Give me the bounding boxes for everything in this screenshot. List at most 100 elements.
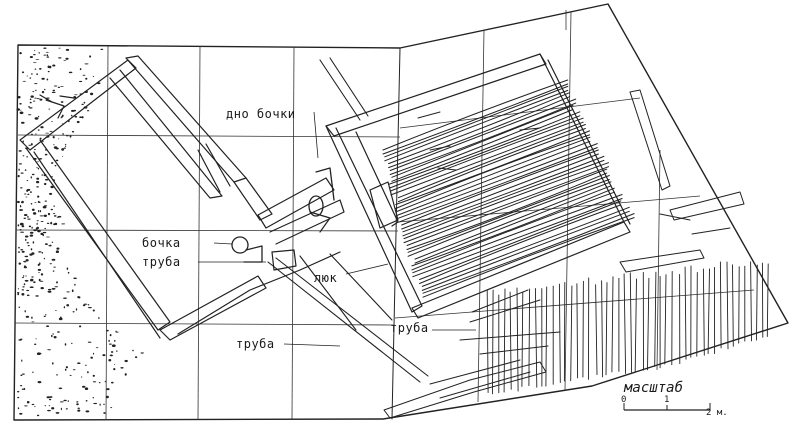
soil-dot — [31, 173, 35, 176]
soil-dot — [25, 259, 29, 262]
soil-dot — [55, 412, 60, 414]
soil-dot — [20, 172, 24, 174]
soil-dot — [31, 276, 34, 278]
plank-edge — [391, 105, 574, 178]
soil-dot — [26, 188, 31, 191]
soil-dot — [20, 249, 24, 251]
soil-dot — [36, 177, 40, 180]
plank-edge — [391, 109, 574, 182]
soil-dot — [55, 250, 60, 253]
plank-edge — [414, 181, 612, 260]
soil-dot — [18, 163, 22, 165]
soil-dot — [82, 304, 86, 307]
soil-dot — [47, 70, 50, 73]
soil-dot — [29, 191, 32, 193]
soil-dot — [48, 398, 52, 401]
soil-dot — [47, 409, 51, 412]
vertical-board-edge — [684, 266, 687, 360]
soil-dot — [100, 48, 104, 51]
soil-dot — [38, 52, 40, 54]
soil-dot — [51, 241, 54, 243]
soil-dot — [67, 400, 69, 402]
soil-dot — [41, 77, 45, 80]
soil-dot — [110, 407, 113, 409]
soil-dot — [31, 321, 35, 323]
soil-dot — [54, 310, 57, 311]
soil-dot — [80, 376, 83, 378]
vertical-board-edge — [634, 278, 637, 372]
soil-dot — [29, 231, 34, 234]
soil-dot — [92, 352, 95, 355]
soil-dot — [52, 270, 55, 272]
soil-dot — [120, 367, 124, 369]
soil-dot — [113, 368, 116, 371]
soil-dot — [84, 364, 87, 366]
soil-dot — [18, 150, 22, 152]
soil-dot — [77, 362, 81, 365]
soil-dot — [16, 292, 20, 294]
soil-dot — [49, 396, 53, 398]
soil-dot — [41, 252, 44, 254]
plank-edge — [389, 98, 577, 171]
soil-dot — [55, 159, 59, 162]
soil-dot — [37, 161, 39, 163]
soil-dot — [51, 91, 56, 93]
vertical-board-edge — [654, 271, 657, 367]
plank-edge — [384, 89, 569, 162]
soil-dot — [53, 215, 57, 217]
soil-dot — [74, 115, 78, 118]
soil-dot — [49, 192, 53, 195]
floor-planks — [382, 79, 635, 298]
soil-dot — [45, 132, 50, 134]
soil-dot — [19, 412, 23, 415]
soil-dot — [110, 351, 114, 353]
soil-dot — [53, 85, 58, 87]
soil-dot — [31, 252, 35, 255]
soil-dot — [61, 223, 66, 225]
plank-edge — [412, 194, 623, 274]
soil-dot — [20, 385, 23, 387]
soil-dot — [45, 314, 47, 316]
soil-dot — [20, 109, 22, 111]
soil-dot — [72, 311, 75, 313]
vertical-board-edge — [647, 277, 650, 371]
plank-edge — [401, 149, 599, 226]
soil-dot — [73, 277, 77, 280]
sheet-outline — [13, 3, 789, 421]
plank-edge — [421, 206, 630, 287]
plank-edge — [382, 79, 569, 151]
soil-dot — [32, 91, 35, 93]
soil-dot — [35, 133, 37, 135]
label-barrel: бочка — [142, 236, 181, 250]
soil-dot — [19, 111, 24, 115]
soil-dot — [37, 381, 42, 384]
soil-dot — [71, 130, 75, 133]
soil-dot — [65, 366, 68, 369]
soil-dot — [32, 371, 34, 373]
vertical-board-edge — [528, 288, 531, 387]
soil-dot — [48, 405, 51, 407]
soil-dot — [20, 374, 23, 377]
soil-dot — [26, 155, 28, 158]
soil-dot — [45, 178, 49, 181]
soil-dot — [111, 344, 116, 348]
soil-dot — [61, 148, 65, 151]
soil-dot — [92, 397, 95, 399]
soil-dot — [51, 162, 54, 164]
vertical-board-edge — [707, 268, 710, 355]
soil-dot — [69, 374, 72, 376]
vertical-board-edge — [664, 274, 667, 365]
soil-dot — [74, 94, 78, 96]
soil-dot — [34, 343, 37, 346]
soil-dot — [92, 381, 97, 383]
soil-dot — [26, 75, 29, 77]
soil-dot — [43, 214, 47, 217]
soil-dot — [33, 149, 36, 151]
soil-dot — [38, 278, 41, 282]
soil-dot — [29, 98, 32, 101]
soil-dot — [46, 97, 50, 99]
plank-edge — [388, 111, 581, 185]
soil-dot — [36, 352, 41, 356]
soil-dot — [28, 144, 32, 146]
